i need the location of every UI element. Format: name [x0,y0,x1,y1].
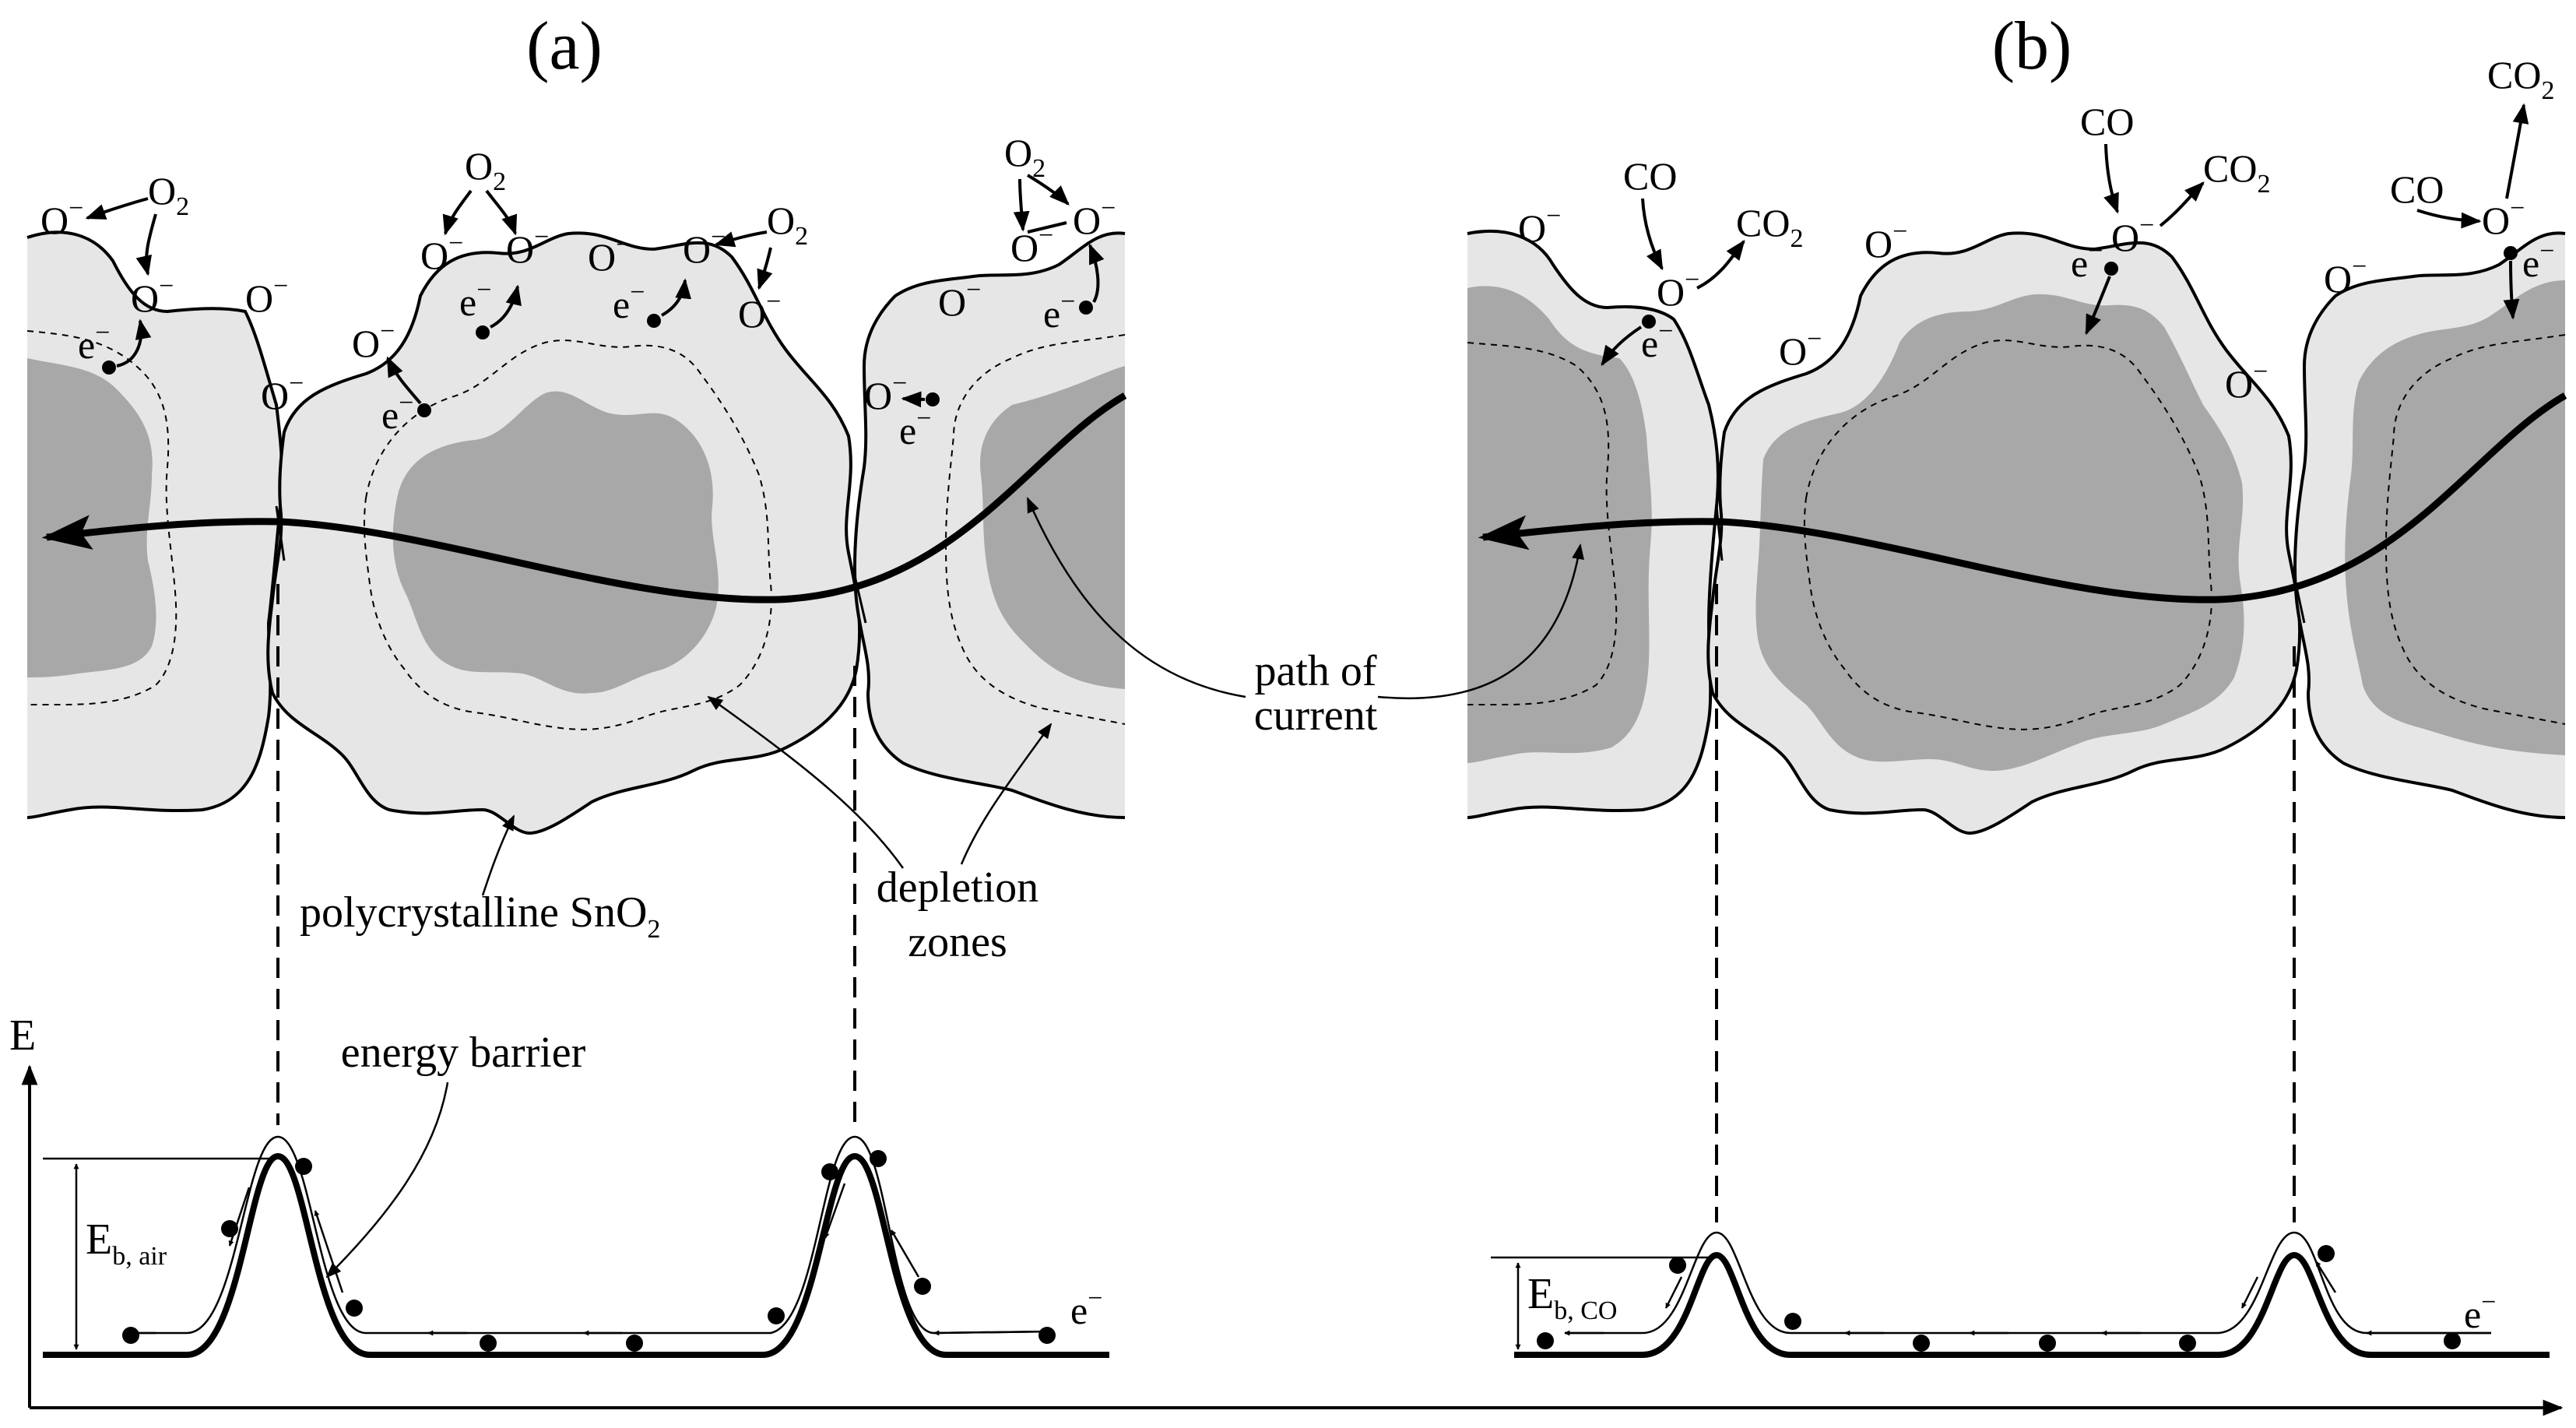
electron-dot [2104,262,2118,276]
electron-label: e− [2522,237,2554,285]
o-ion: O− [2111,211,2154,259]
o2-molecule: O2 [465,144,506,196]
grain-a-right [853,231,1126,819]
o-ion: O− [40,194,83,242]
current-path-a [41,392,1127,603]
o-ion: O− [2482,194,2525,242]
reactions-b: O− CO O− CO2 e− O− O− O− CO O− CO2 e− O−… [1518,53,2554,406]
electron-path [1565,1231,2491,1335]
depletion-label: depletion [877,863,1038,912]
energy-band-b: e− Eb, CO [1491,1231,2550,1358]
o-ion: O− [738,287,781,336]
electron-dot [417,403,431,417]
o-ion: O− [1073,194,1116,242]
electron-label: e− [1043,287,1075,336]
electron-label: e− [1641,317,1673,365]
co2-molecule: CO2 [2487,53,2554,105]
panel-b: (b) O− CO [1467,9,2567,1358]
grain-b-right [2293,231,2566,819]
energy-band-a: e− Eb, air [43,1135,1109,1358]
polycrystalline-pointer [481,814,515,896]
o-ion: O− [2324,252,2367,301]
o-ion: O− [1657,266,1699,314]
electron-path [125,1135,1052,1335]
depletion-pointer-2 [960,723,1053,865]
co-molecule: CO [2080,100,2134,143]
electron-label: e− [459,276,491,324]
electron-dot [647,314,661,328]
electron-label: e− [2071,237,2103,285]
current-pointer-b [1377,543,1584,700]
co2-molecule: CO2 [2203,146,2270,199]
o2-molecule: O2 [148,169,189,221]
path-of-current-label-line2: current [1254,691,1378,740]
panel-a: (a) O− O2 [26,9,1127,1358]
o-ion: O− [245,272,288,320]
current-pointer-a [1026,497,1246,698]
o-ion: O− [1864,217,1907,266]
o-ion: O− [352,317,395,365]
path-of-current-label: path of [1254,647,1376,695]
grain-b-center [1706,231,2302,835]
o-ion: O− [2225,357,2268,406]
electron-dot [2504,246,2518,260]
o-ion: O− [131,272,174,320]
o-ion: O− [588,230,631,279]
panel-b-label: (b) [1992,9,2072,84]
depletion-label-line2: zones [908,918,1007,966]
boundary-b-left [1715,505,1724,561]
energy-axes: E [9,1011,2564,1416]
callouts: path of current polycrystalline SnO2 dep… [300,497,1584,1279]
o2-molecule: O2 [767,199,808,251]
electron-label: e− [78,318,110,367]
electron-dot [102,361,116,375]
o-ion: O− [420,229,463,277]
band-curve [43,1152,1109,1358]
electron-label: e− [2464,1288,2496,1336]
o-ion: O− [864,369,907,417]
barrier-height-label-b: Eb, CO [1527,1270,1617,1325]
electron-label: e− [613,278,645,326]
electron-label: e− [381,389,413,437]
band-curve [1514,1251,2550,1358]
boundary-a-left [275,505,286,561]
electron-dot [476,325,490,339]
co2-molecule: CO2 [1736,201,1803,253]
o-ion: O− [938,276,981,324]
o-ion: O− [506,223,549,271]
electron-label: e− [1070,1284,1102,1332]
electron-dot [1079,301,1093,315]
energy-axis-label: E [9,1011,36,1060]
electron-dot [926,392,940,406]
o-ion: O− [1518,202,1561,250]
co-molecule: CO [2390,167,2444,211]
depletion-pointer-1 [707,695,905,869]
electron-dot [1642,315,1656,329]
barrier-height-label-a: Eb, air [86,1215,167,1271]
energy-barrier-label: energy barrier [341,1029,586,1077]
electron-label: e− [899,404,931,452]
o-ion: O− [683,223,726,271]
grain-a-center [266,231,862,835]
reactions-a: O− O2 O− e− O− O− O2 O− O− O− O− e− e− [40,131,1116,452]
energy-barrier-pointer [325,1082,449,1279]
o-ion: O− [1779,325,1822,373]
panel-a-label: (a) [526,9,603,84]
o-ion: O− [261,369,304,417]
current-path-b [1478,392,2567,603]
co-molecule: CO [1623,154,1677,198]
o2-molecule: O2 [1004,131,1046,183]
polycrystalline-label: polycrystalline SnO2 [300,888,660,944]
